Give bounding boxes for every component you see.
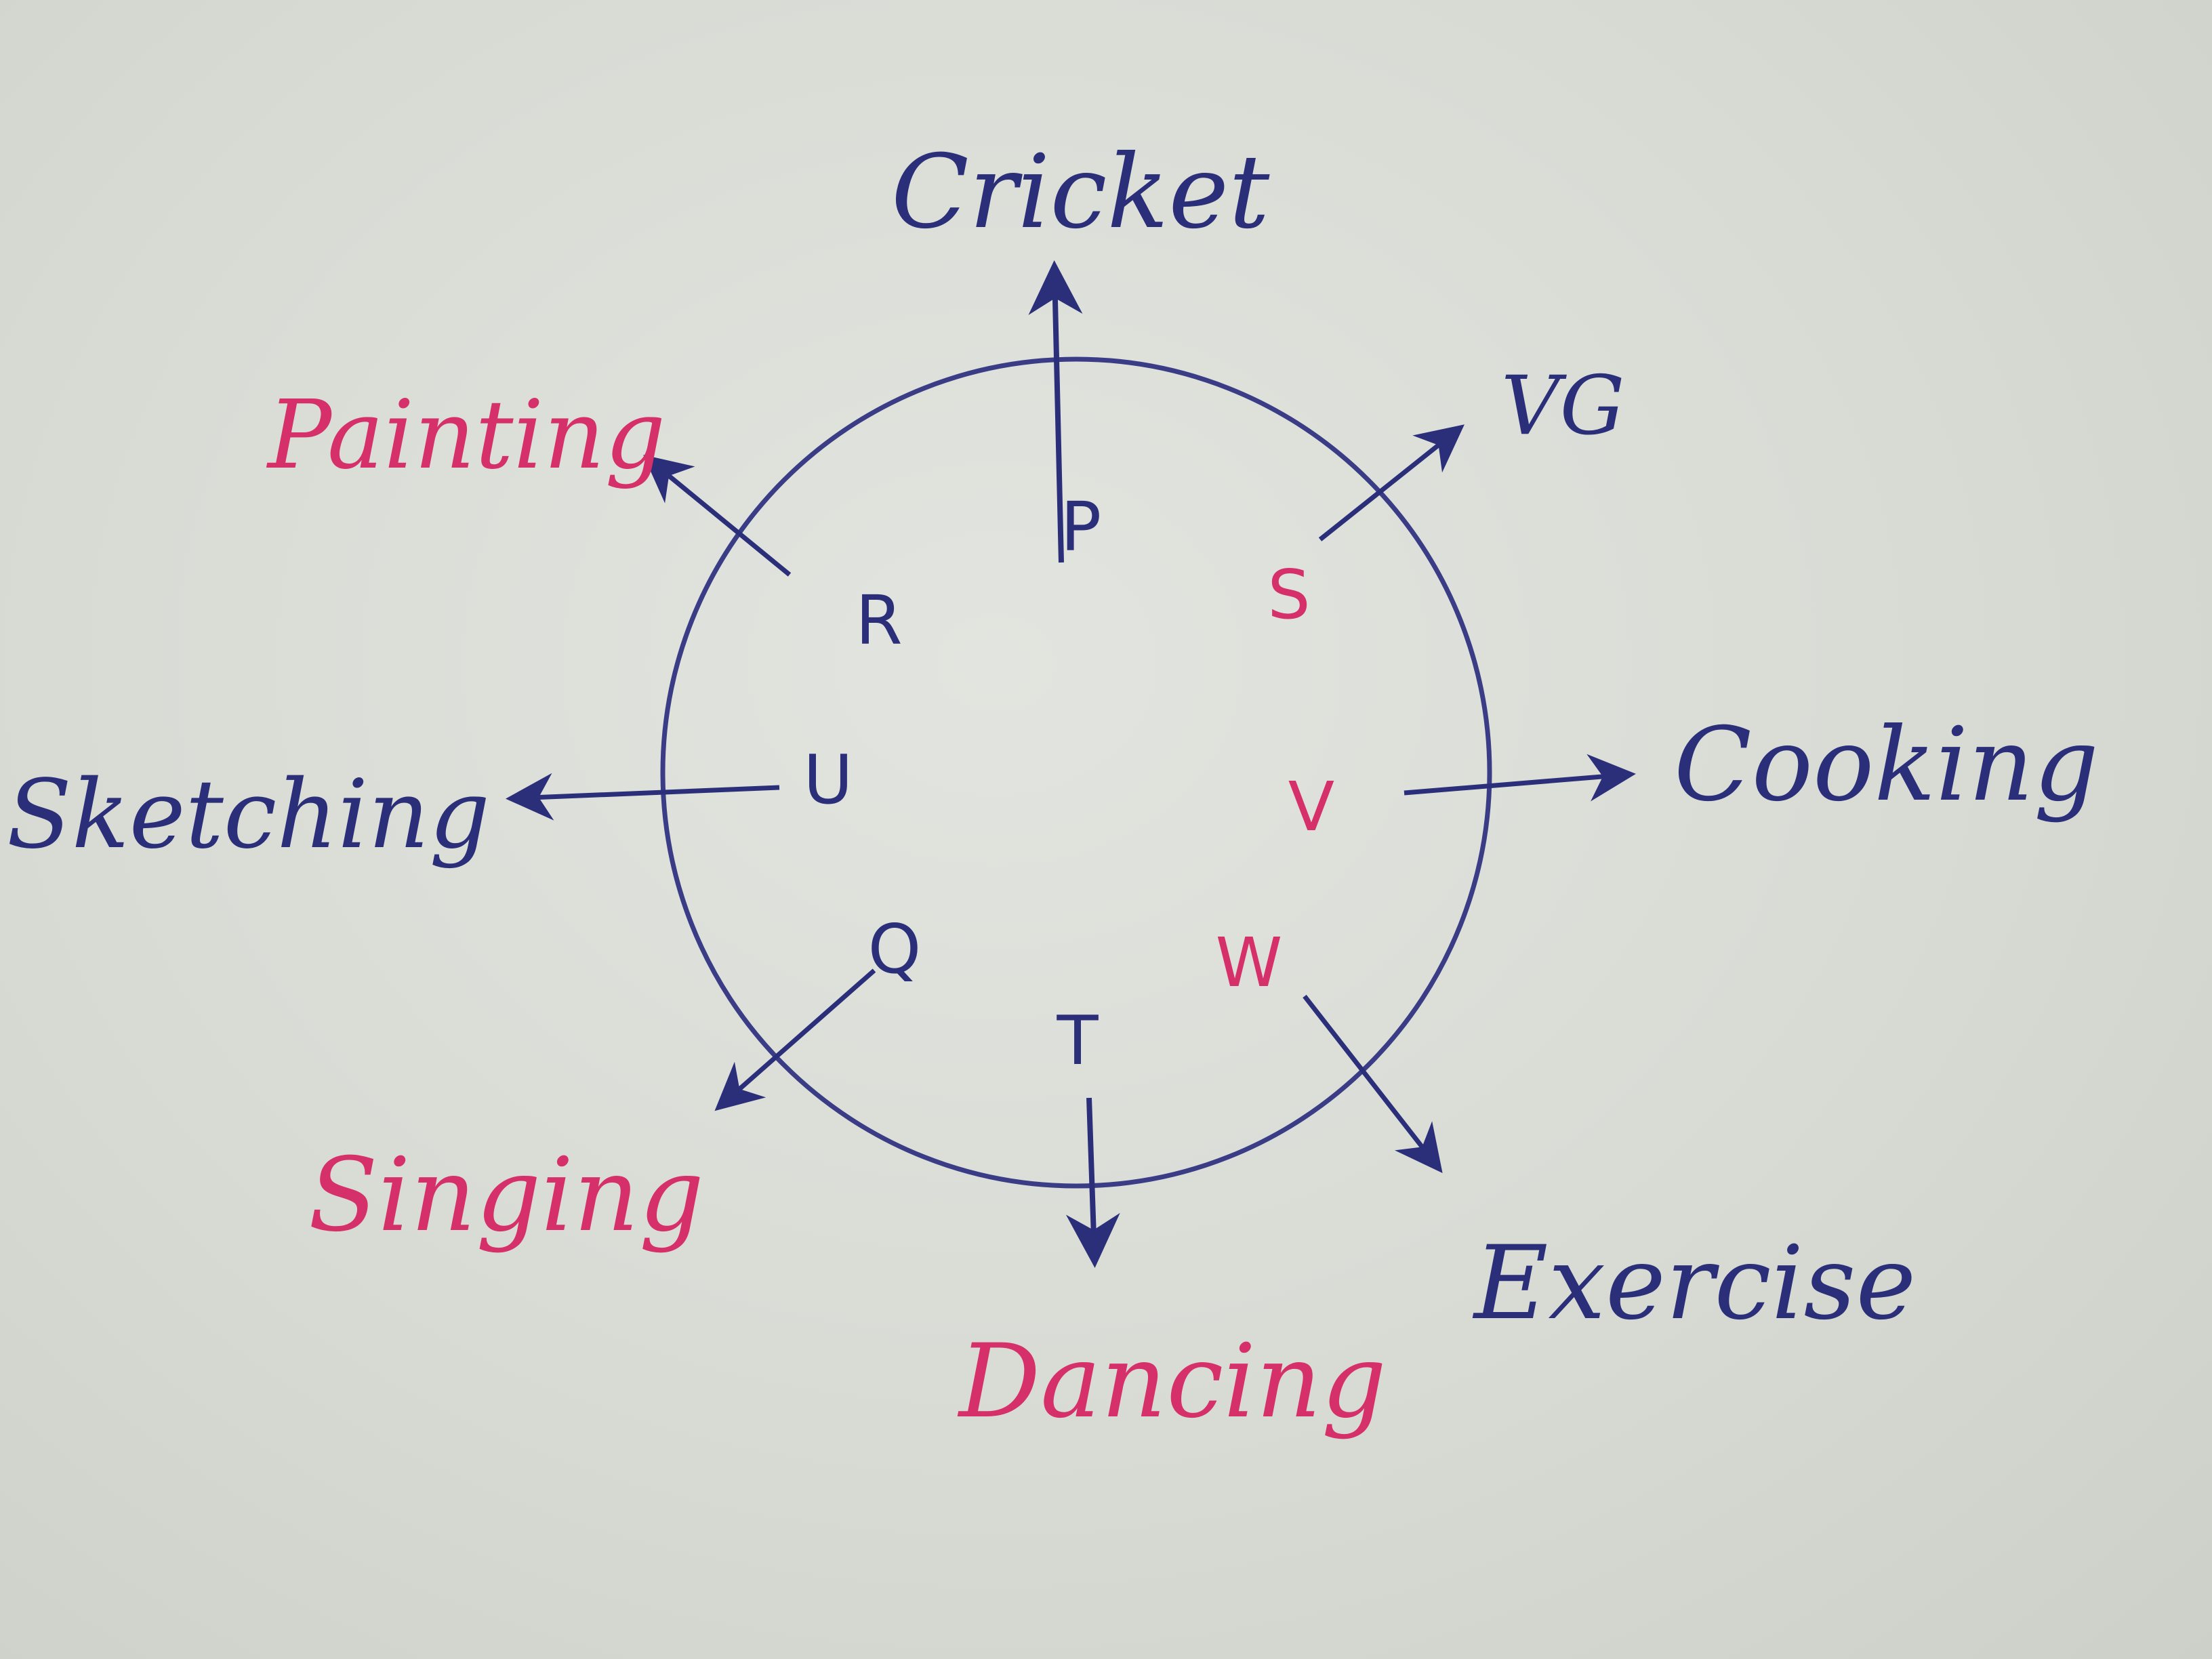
arrow-u-sketching bbox=[506, 773, 780, 821]
arrow-p-cricket bbox=[1028, 260, 1083, 563]
hobby-singing: Singing bbox=[308, 1136, 704, 1254]
arrow-v-cooking bbox=[1404, 754, 1636, 802]
arrow-w-exercise bbox=[1303, 994, 1443, 1174]
round-table-circle bbox=[660, 356, 1492, 1189]
person-v: V bbox=[1288, 767, 1334, 846]
person-p: P bbox=[1061, 487, 1101, 567]
person-s: S bbox=[1267, 555, 1310, 634]
person-q: Q bbox=[868, 909, 922, 989]
hobby-cooking: Cooking bbox=[1674, 706, 2099, 824]
hobby-exercise: Exercise bbox=[1472, 1225, 1916, 1343]
hobby-dancing: Dancing bbox=[957, 1323, 1387, 1441]
hobby-painting: Painting bbox=[266, 380, 665, 491]
hobby-cricket: Cricket bbox=[891, 134, 1270, 251]
person-w: W bbox=[1216, 923, 1283, 1002]
person-r: R bbox=[855, 581, 902, 660]
person-t: T bbox=[1056, 1001, 1099, 1080]
hobby-sketching: Sketching bbox=[7, 760, 490, 870]
arrow-t-dancing bbox=[1065, 1097, 1120, 1268]
arrow-s-vg bbox=[1318, 424, 1465, 541]
arrow-q-singing bbox=[714, 968, 876, 1111]
person-u: U bbox=[803, 740, 853, 819]
hobby-vg: VG bbox=[1501, 359, 1625, 453]
arrow-r-painting bbox=[643, 455, 792, 577]
